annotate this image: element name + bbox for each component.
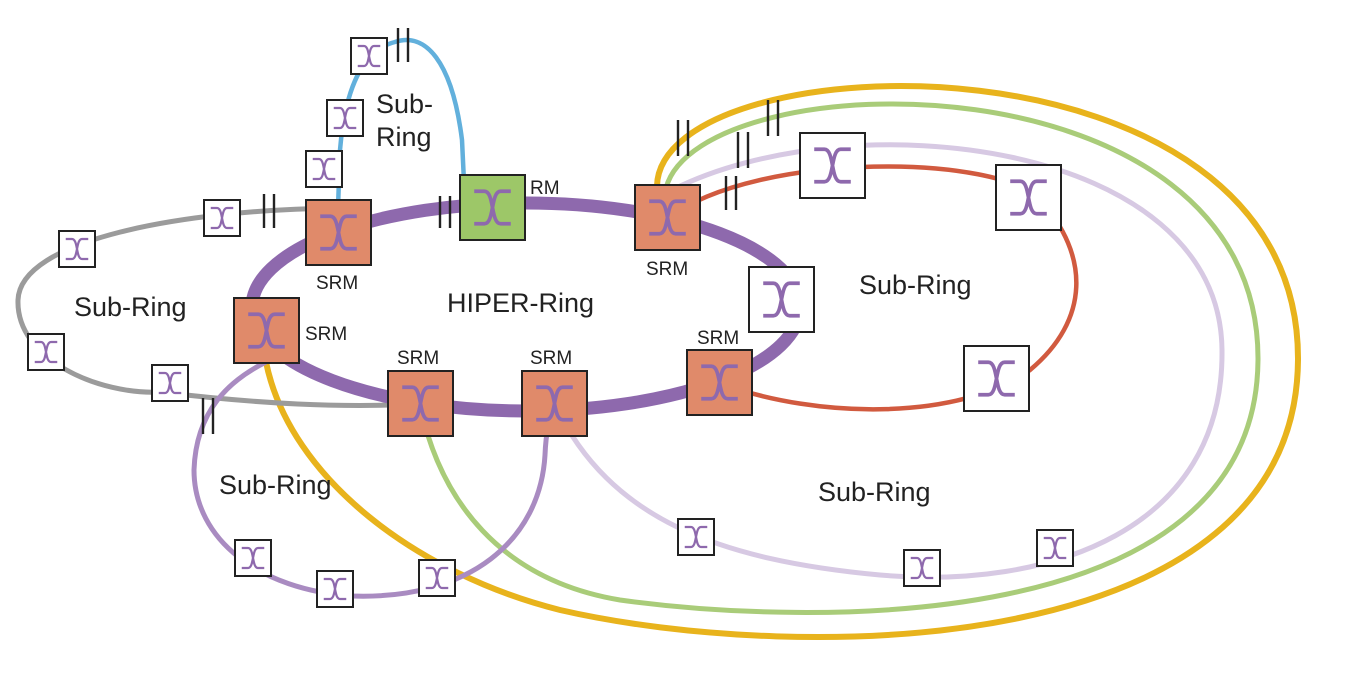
switch	[677, 518, 715, 556]
switch	[27, 333, 65, 371]
rm-label: RM	[530, 178, 560, 199]
double-bar-icon	[724, 176, 738, 210]
switch	[799, 132, 866, 199]
double-bar-icon	[201, 398, 215, 434]
switch	[903, 549, 941, 587]
double-bar-icon	[438, 196, 452, 228]
sub-ring-top-label-line2: Ring	[376, 122, 432, 152]
hiper-ring-label: HIPER-Ring	[447, 288, 594, 318]
sub-ring-right-label: Sub-Ring	[859, 270, 972, 300]
switch	[748, 266, 815, 333]
sub-ring-top-label-line1: Sub-	[376, 89, 433, 119]
srm-label: SRM	[530, 348, 572, 369]
srm-label: SRM	[646, 259, 688, 280]
double-bar-icon	[766, 100, 780, 136]
switch	[418, 559, 456, 597]
sub-ring-left-label: Sub-Ring	[74, 292, 187, 322]
sub-ring-bottom-left-label: Sub-Ring	[219, 470, 332, 500]
port-break-marks	[201, 28, 780, 434]
switch	[305, 150, 343, 188]
srm-switch	[233, 297, 300, 364]
switch	[326, 99, 364, 137]
srm-switch	[634, 184, 701, 251]
srm-label: SRM	[305, 324, 347, 345]
small-switches	[27, 37, 1074, 608]
switch	[234, 539, 272, 577]
srm-switch	[521, 370, 588, 437]
sub-ring-bottom-right-label: Sub-Ring	[818, 477, 931, 507]
double-bar-icon	[676, 120, 690, 156]
srm-label: SRM	[397, 348, 439, 369]
srm-switch	[305, 199, 372, 266]
double-bar-icon	[736, 132, 750, 168]
switch	[1036, 529, 1074, 567]
switch	[58, 230, 96, 268]
switch	[203, 199, 241, 237]
switch	[995, 164, 1062, 231]
srm-label: SRM	[697, 328, 739, 349]
double-bar-icon	[262, 194, 276, 228]
switch	[151, 364, 189, 402]
sub-ring-green-line	[417, 101, 1261, 615]
srm-switch	[387, 370, 454, 437]
switch	[963, 345, 1030, 412]
double-bar-icon	[396, 28, 410, 62]
rm-switch	[459, 174, 526, 241]
srm-label: SRM	[316, 273, 358, 294]
switch	[350, 37, 388, 75]
switch	[316, 570, 354, 608]
srm-switch	[686, 349, 753, 416]
